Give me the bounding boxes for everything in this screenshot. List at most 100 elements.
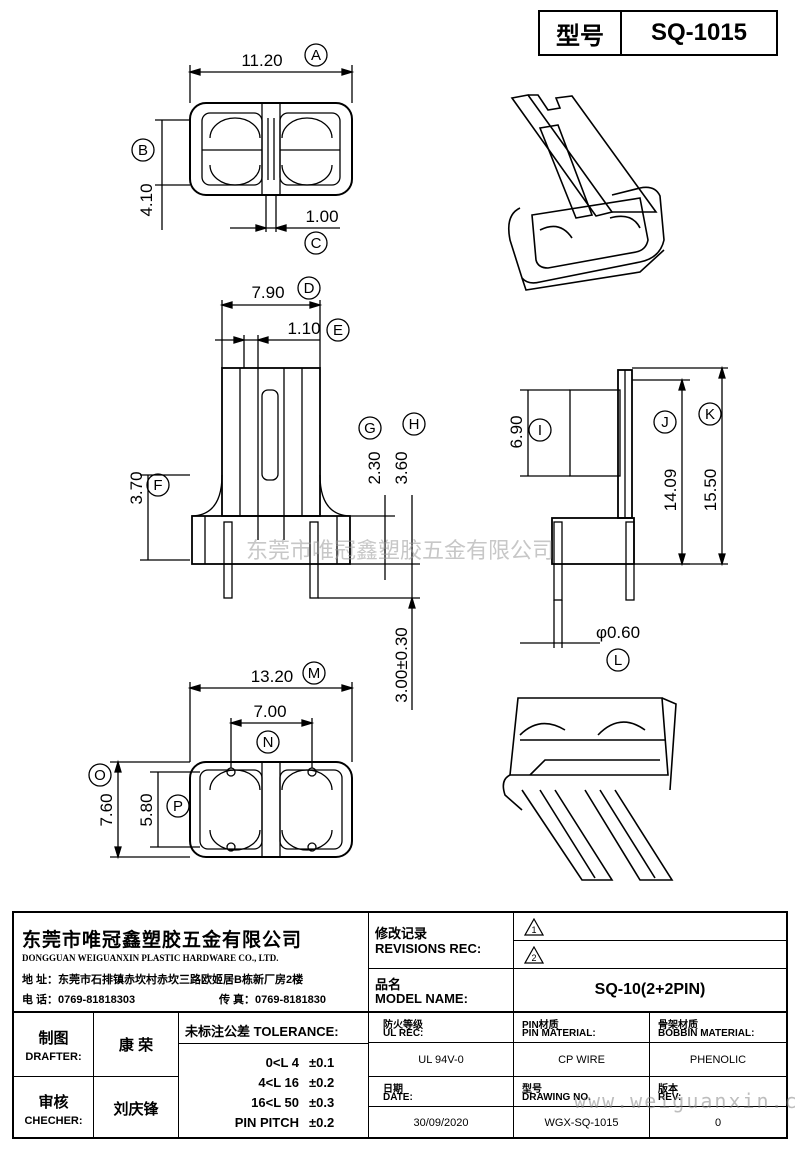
dim-a-value: 11.20 (241, 51, 282, 70)
svg-text:K: K (705, 406, 715, 423)
callout-o: O (88, 763, 112, 787)
ul-label-cell: 防火等级 UL REC: (369, 1013, 514, 1043)
revisions-label-cell: 修改记录 REVISIONS REC: (369, 913, 514, 969)
watermark-text: 东莞市唯冠鑫塑胶五金有限公司 (246, 538, 554, 563)
callout-f: F (146, 473, 170, 497)
revision-row-2: 2 (514, 941, 786, 969)
tolerance-label: 未标注公差 TOLERANCE: (185, 1021, 339, 1040)
dim-j-value: 14.09 (661, 469, 680, 512)
callout-b: B (131, 138, 155, 162)
pin-material-label-cn: PIN材质 (522, 1020, 559, 1031)
callout-i: I (528, 418, 552, 442)
drafter-label-cn: 制图 (38, 1030, 69, 1047)
drawing-no-label-cell: 型号 DRAWING NO. (514, 1077, 650, 1107)
pin-material-value: CP WIRE (514, 1043, 650, 1077)
front-view (191, 367, 351, 599)
dim-e-value: 1.10 (287, 319, 320, 338)
callout-g: G (358, 416, 382, 440)
svg-text:H: H (409, 416, 420, 433)
svg-text:D: D (304, 280, 315, 297)
tolerance-cell: 未标注公差 TOLERANCE: 0<L 4±0.1 4<L 16±0.2 16… (179, 1013, 369, 1139)
svg-text:C: C (311, 235, 322, 252)
rev-label-cell: 版本 REV: (650, 1077, 786, 1107)
dim-pin-value: 3.00±0.30 (392, 627, 411, 703)
dim-p-value: 5.80 (137, 793, 156, 826)
rev-label-en: REV: (658, 1092, 682, 1103)
svg-text:E: E (333, 322, 343, 339)
dim-l-value: φ0.60 (596, 623, 640, 642)
bobbin-material-label-en: BOBBIN MATERIAL: (658, 1028, 755, 1039)
bobbin-material-label-cn: 骨架材质 (658, 1020, 698, 1031)
checker-label-cn: 审核 (38, 1094, 69, 1111)
company-address: 地 址：东莞市石排镇赤坎村赤坎三路欧姬居B栋新厂房2楼 (22, 974, 304, 986)
checker-label-cell: 审核 CHECHER: (14, 1077, 94, 1139)
dim-h-value: 3.60 (392, 451, 411, 484)
drawing-no-value: WGX-SQ-1015 (514, 1107, 650, 1139)
technical-drawing: 11.20 4.10 1.00 7.90 1.10 3.70 2.30 3.60… (88, 43, 728, 881)
bobbin-material-value: PHENOLIC (650, 1043, 786, 1077)
svg-text:M: M (308, 665, 321, 682)
model-name-label-cn: 品名 (375, 977, 402, 992)
bobbin-material-label-cell: 骨架材质 BOBBIN MATERIAL: (650, 1013, 786, 1043)
svg-text:1: 1 (531, 925, 536, 935)
tolerance-row: 0<L 4±0.1 (265, 1055, 335, 1070)
dim-n-value: 7.00 (253, 702, 286, 721)
dim-i-value: 6.90 (507, 415, 526, 448)
svg-text:L: L (614, 652, 622, 669)
svg-text:A: A (311, 47, 321, 64)
dim-m-value: 13.20 (251, 667, 294, 686)
revision-triangle-icon: 2 (524, 946, 544, 964)
callout-m: M (302, 661, 326, 685)
revision-row-1: 1 (514, 913, 786, 941)
company-area: 东莞市唯冠鑫塑胶五金有限公司 DONGGUAN WEIGUANXIN PLAST… (14, 913, 369, 1013)
drawing-no-label-cn: 型号 (522, 1084, 542, 1095)
revision-triangle-icon: 1 (524, 918, 544, 936)
drafter-label-cell: 制图 DRAFTER: (14, 1013, 94, 1077)
drafter-name: 康 荣 (94, 1013, 179, 1077)
revisions-label-en: REVISIONS REC: (375, 941, 482, 956)
drafter-label-en: DRAFTER: (25, 1051, 82, 1063)
svg-text:B: B (138, 142, 148, 159)
svg-text:P: P (173, 798, 183, 815)
model-name-label-en: MODEL NAME: (375, 991, 468, 1006)
date-value: 30/09/2020 (369, 1107, 514, 1139)
ul-label-en: UL REC: (383, 1028, 424, 1039)
tolerance-row: 4<L 16±0.2 (258, 1075, 335, 1090)
company-phone: 电 话：0769-81818303 (22, 994, 136, 1006)
iso-view-bottom (502, 697, 677, 881)
model-name-label-cell: 品名 MODEL NAME: (369, 969, 514, 1013)
tolerance-label-en: TOLERANCE: (253, 1024, 339, 1039)
company-name-cn: 东莞市唯冠鑫塑胶五金有限公司 (22, 930, 303, 951)
tolerance-row: PIN PITCH±0.2 (234, 1115, 335, 1130)
callout-c: C (304, 231, 328, 255)
bottom-view (189, 761, 353, 858)
svg-text:G: G (364, 420, 376, 437)
dim-d-value: 7.90 (251, 283, 284, 302)
dim-c-value: 1.00 (305, 207, 338, 226)
svg-text:N: N (263, 734, 274, 751)
watermark-url: www.weiguanxin.com (574, 1089, 800, 1113)
company-fax: 传 真：0769-8181830 (219, 994, 327, 1006)
rev-label-cn: 版本 (658, 1084, 678, 1095)
tolerance-rows: 0<L 4±0.1 4<L 16±0.2 16<L 50±0.3 PIN PIT… (219, 1053, 359, 1133)
svg-text:2: 2 (531, 953, 536, 963)
dim-g-value: 2.30 (365, 451, 384, 484)
callout-p: P (166, 794, 190, 818)
rev-value: 0 (714, 1117, 722, 1129)
svg-text:J: J (661, 414, 669, 431)
tolerance-label-cn: 未标注公差 (185, 1024, 251, 1039)
dim-b-value: 4.10 (137, 183, 156, 216)
side-view (551, 369, 635, 601)
ul-label-cn: 防火等级 (383, 1020, 423, 1031)
title-block: 东莞市唯冠鑫塑胶五金有限公司 DONGGUAN WEIGUANXIN PLAST… (12, 911, 800, 1139)
callout-a: A (304, 43, 328, 67)
svg-text:O: O (94, 767, 106, 784)
date-label-cell: 日期 DATE: (369, 1077, 514, 1107)
revisions-label-cn: 修改记录 (375, 926, 428, 941)
company-name-en: DONGGUAN WEIGUANXIN PLASTIC HARDWARE CO.… (22, 953, 279, 963)
iso-view-top (507, 94, 665, 291)
svg-text:F: F (153, 477, 162, 494)
top-view (189, 102, 353, 196)
checker-label-en: CHECHER: (24, 1115, 83, 1127)
model-header-value: SQ-1015 (650, 19, 748, 46)
